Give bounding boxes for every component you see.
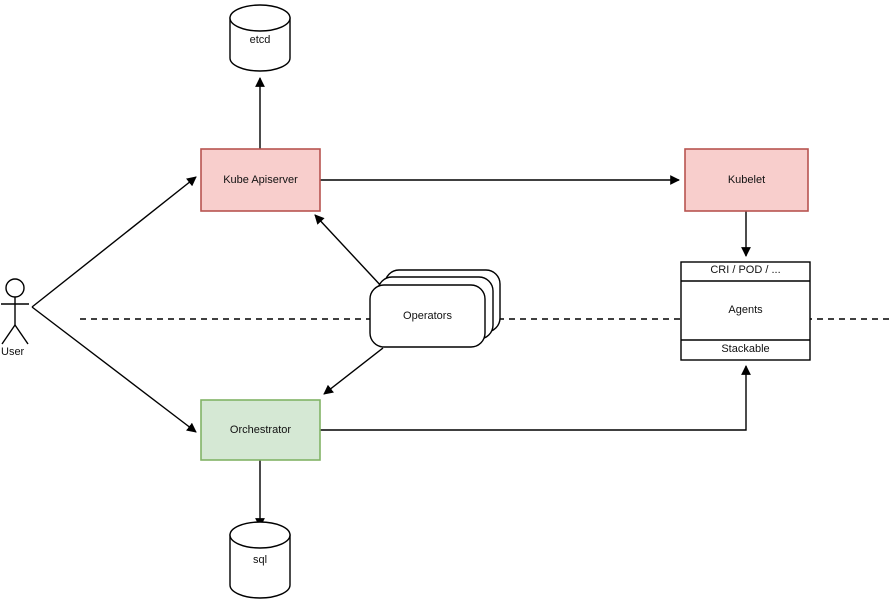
edge-user-to-orchestrator [31, 306, 197, 433]
node-kube-apiserver[interactable] [200, 148, 321, 212]
node-agents[interactable] [680, 261, 811, 361]
node-orchestrator[interactable] [200, 399, 321, 461]
edge-operators-to-orchestrator [323, 347, 384, 395]
edge-orchestrator-to-stackable [320, 365, 751, 431]
edge-operators-to-apiserver [314, 214, 384, 289]
node-operators[interactable] [369, 269, 501, 348]
node-kubelet[interactable] [684, 148, 809, 212]
edge-user-to-apiserver [31, 176, 197, 308]
node-sql[interactable] [229, 521, 291, 599]
node-user[interactable] [1, 278, 29, 345]
node-etcd[interactable] [229, 4, 291, 72]
